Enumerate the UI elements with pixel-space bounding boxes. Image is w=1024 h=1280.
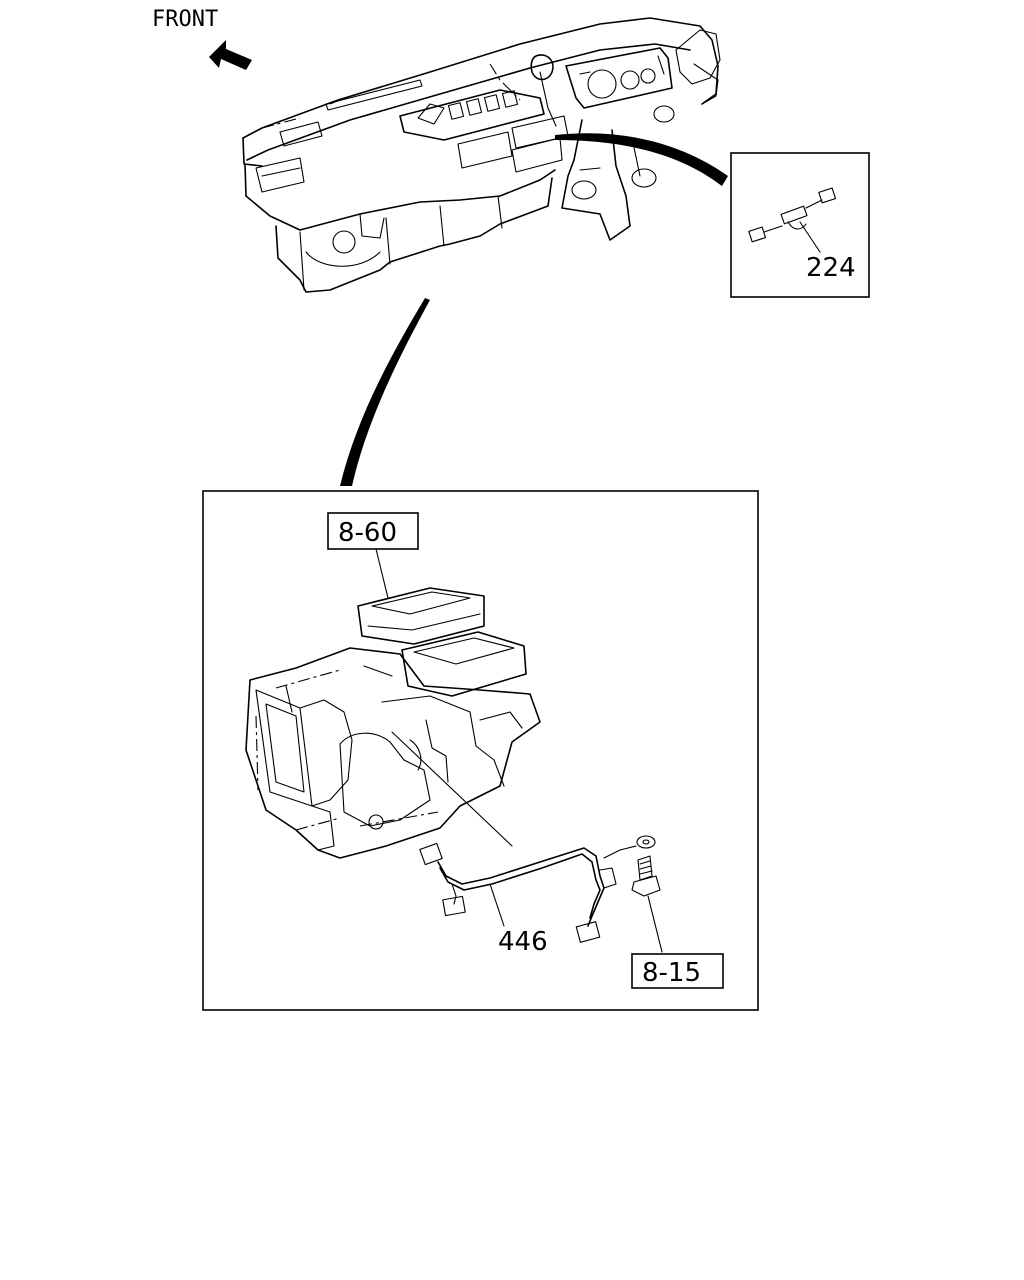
heater-unit	[245, 587, 541, 859]
sub-harness-224	[748, 187, 837, 243]
ref-box-8-60	[327, 512, 419, 550]
front-arrow-icon	[209, 40, 252, 70]
detail-box-heater: 8-60	[202, 490, 759, 1011]
leader-446-unit	[391, 731, 513, 847]
dashboard-assembly	[242, 17, 721, 293]
leader-8-60	[375, 548, 389, 599]
leader-446	[489, 883, 505, 927]
leader-224	[799, 221, 821, 253]
bolt-icon	[631, 855, 661, 897]
part-number-224: 224	[806, 253, 856, 283]
ref-label-8-60: 8-60	[338, 518, 397, 548]
detail-leader-right	[555, 133, 728, 186]
ref-box-8-15	[631, 953, 724, 989]
wiring-harness-446	[419, 835, 656, 943]
part-number-446: 446	[498, 927, 548, 957]
leader-8-15	[647, 895, 663, 953]
front-label: FRONT	[152, 7, 218, 32]
ref-label-8-15: 8-15	[642, 958, 701, 988]
detail-box-224: 224	[730, 152, 870, 298]
detail-leader-main	[340, 298, 430, 486]
